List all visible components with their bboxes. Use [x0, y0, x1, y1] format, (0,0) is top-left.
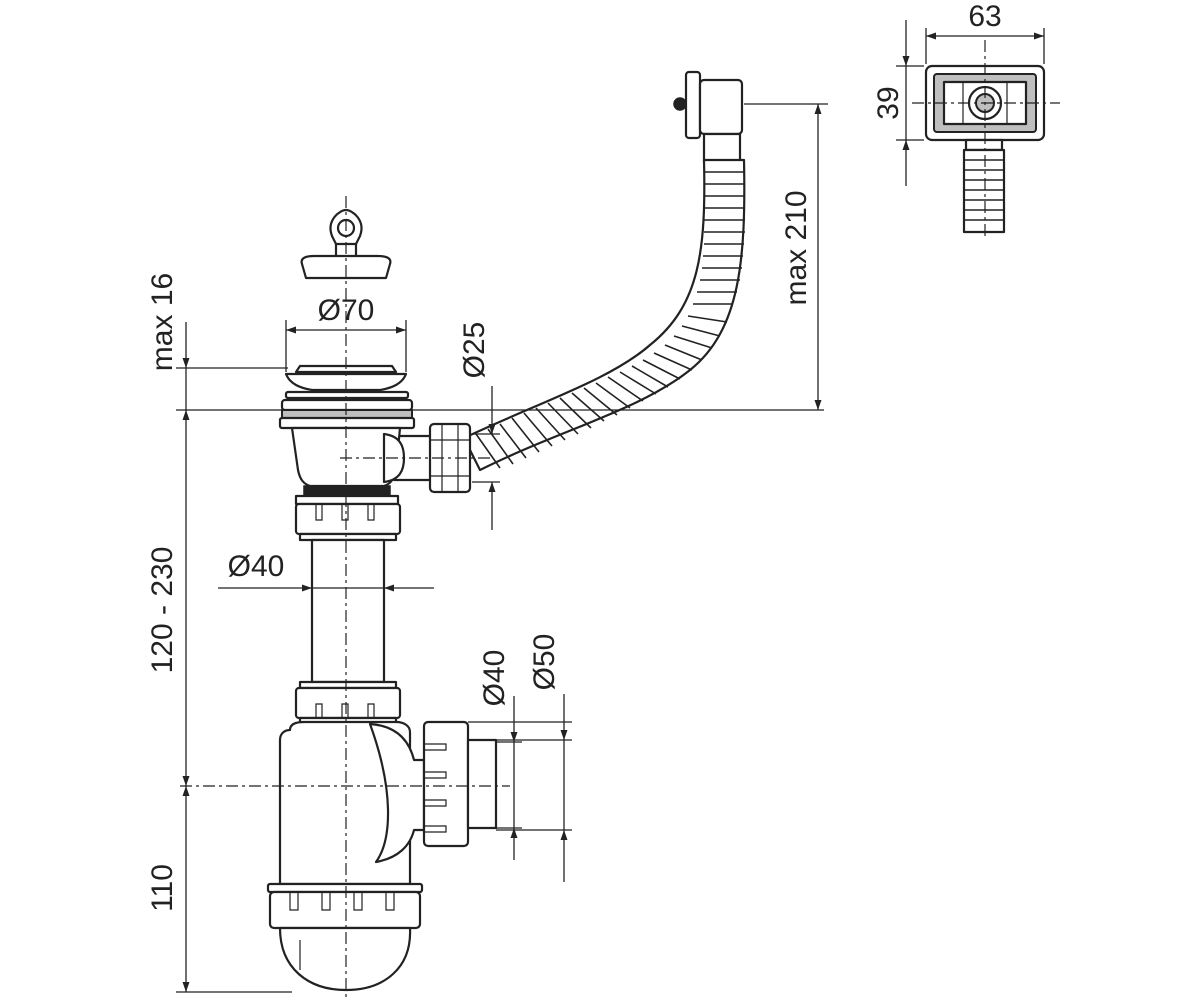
- overflow-side-view: [673, 70, 744, 164]
- dimension-hose-diameter: Ø25: [458, 322, 500, 530]
- dimension-overflow-width: 63: [925, 0, 1045, 64]
- dimension-hose-height: max 210: [744, 103, 828, 410]
- siphon-body-upper: [290, 426, 406, 506]
- strainer-diameter-label: Ø70: [318, 294, 375, 327]
- dimension-outlet-diameter-outer: Ø50: [468, 634, 572, 882]
- outlet-outer-diameter-label: Ø50: [528, 634, 561, 691]
- dimension-adjust-range: 120 - 230: [146, 410, 190, 786]
- overflow-hose: [462, 158, 746, 472]
- overflow-height-label: 39: [872, 86, 905, 119]
- lower-nut: [294, 680, 402, 728]
- dimension-pipe-diameter: Ø40: [218, 550, 434, 592]
- overflow-hose-stub: [962, 148, 1006, 234]
- adjust-range-label: 120 - 230: [146, 547, 179, 674]
- trap-height-label: 110: [146, 864, 179, 912]
- outlet-nut: [422, 720, 498, 848]
- dimension-plug-height: max 16: [146, 273, 824, 411]
- overflow-width-label: 63: [968, 0, 1001, 33]
- hose-corrugations: [475, 171, 745, 469]
- pipe-diameter-label: Ø40: [228, 550, 285, 583]
- upper-nut: [294, 502, 402, 542]
- dimension-outlet-diameter-inner: Ø40: [478, 650, 522, 860]
- plug-height-label: max 16: [146, 273, 179, 371]
- dimension-overflow-height: 39: [872, 20, 924, 186]
- strainer: [278, 364, 416, 430]
- dimension-strainer-diameter: Ø70: [285, 294, 407, 372]
- dimension-trap-height: 110: [146, 786, 292, 993]
- hose-diameter-label: Ø25: [458, 322, 491, 379]
- bottle-trap: [266, 720, 426, 992]
- overflow-front-view: [912, 40, 1060, 240]
- hose-height-label: max 210: [780, 190, 813, 305]
- outlet-inner-diameter-label: Ø40: [478, 650, 511, 707]
- vertical-pipe: [310, 538, 386, 684]
